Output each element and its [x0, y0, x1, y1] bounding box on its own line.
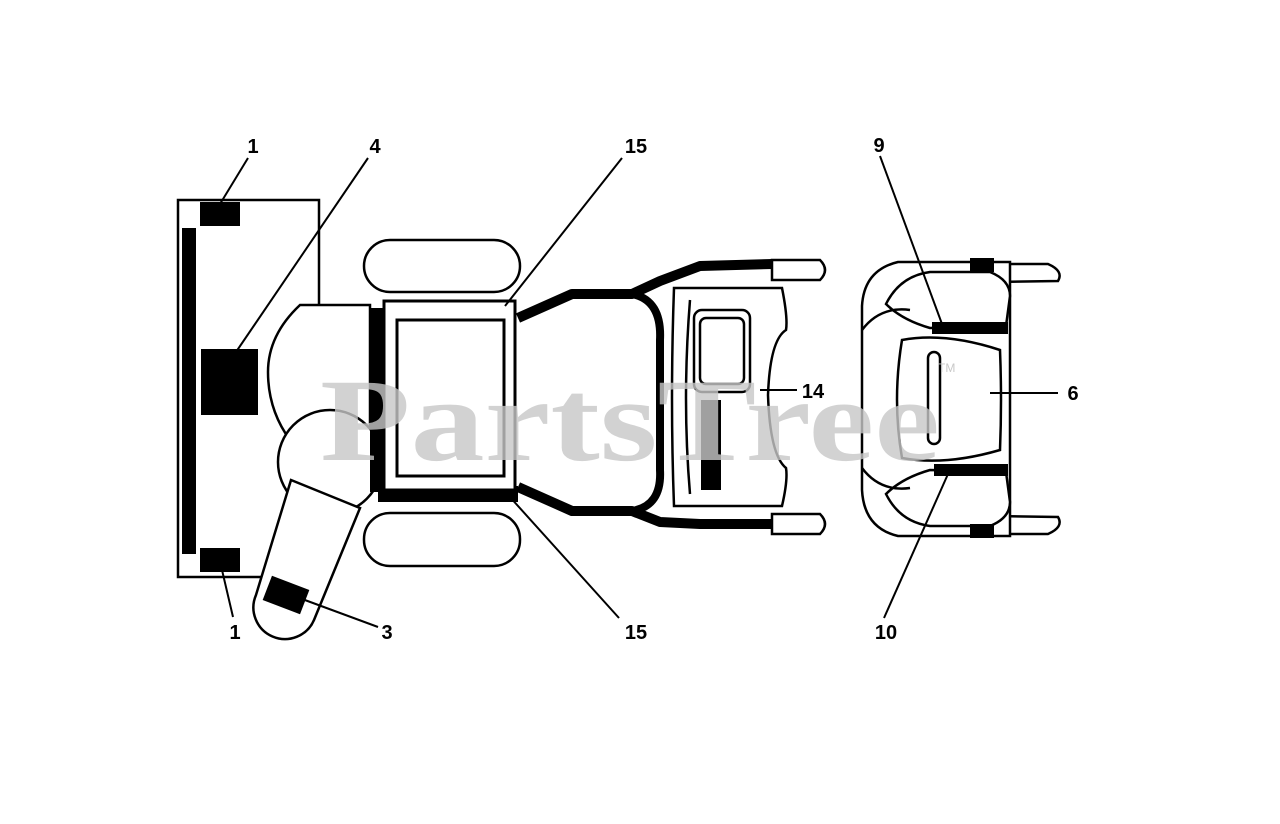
callout-10: 10 [875, 622, 897, 644]
deck-decals [182, 202, 258, 572]
parts-tree-watermark: PartsTree [320, 355, 940, 486]
front-upper-shield [884, 270, 1012, 330]
leader-1-top [219, 157, 249, 205]
body-bottom-edge [515, 482, 772, 529]
front-decals [932, 258, 1008, 538]
front-side-fin-top [861, 308, 911, 331]
decal-10 [934, 464, 1008, 476]
callout-labels: 1 1 4 3 15 15 14 9 10 6 [229, 135, 1078, 644]
decal-9 [932, 322, 1008, 334]
deck-strip-decal [182, 228, 196, 554]
trademark-mark: TM [938, 361, 955, 375]
dash-inner-left [684, 299, 692, 495]
tip-top [770, 258, 827, 282]
tip-bottom [770, 512, 827, 536]
front-tab-top [970, 258, 994, 272]
body-mid-curve [630, 290, 665, 515]
body-top-edge [515, 259, 773, 323]
dash-gauge-inner [698, 316, 746, 386]
leader-15-bottom [508, 495, 620, 619]
front-tab-bottom [970, 524, 994, 538]
callout-15-bottom: 15 [625, 622, 647, 644]
leader-9 [879, 155, 943, 325]
callout-1-bottom: 1 [229, 622, 240, 644]
callout-15-top: 15 [625, 136, 647, 158]
front-grille-slot [926, 350, 942, 446]
callout-6: 6 [1067, 383, 1078, 405]
steering-tips [770, 258, 827, 536]
decal-1-top [200, 202, 240, 226]
dash-panel [670, 286, 788, 508]
leader-10 [883, 473, 949, 619]
leader-lines [219, 155, 1058, 628]
callout-1-top: 1 [247, 136, 258, 158]
rear-tires [362, 238, 522, 568]
front-hood-center [895, 336, 1003, 462]
leader-3 [293, 595, 379, 628]
callout-9: 9 [873, 135, 884, 157]
seat-inner [395, 318, 506, 478]
decal-14 [701, 400, 721, 490]
callout-4: 4 [369, 136, 381, 158]
decal-4 [201, 349, 258, 415]
callout-3: 3 [381, 622, 392, 644]
front-lower-shield [884, 468, 1012, 528]
leader-4 [235, 157, 369, 353]
hood-body [515, 259, 773, 529]
fender-back-bar [370, 308, 386, 492]
rear-tire-bottom [362, 511, 522, 568]
decal-3 [262, 575, 310, 615]
rear-tire-top [362, 238, 522, 294]
fender-seat [370, 299, 518, 502]
leader-1-bottom [221, 569, 234, 618]
callout-14: 14 [802, 381, 825, 403]
front-side-fin-bottom [861, 467, 911, 490]
decal-1-bottom [200, 548, 240, 572]
leader-15-top [504, 157, 623, 307]
